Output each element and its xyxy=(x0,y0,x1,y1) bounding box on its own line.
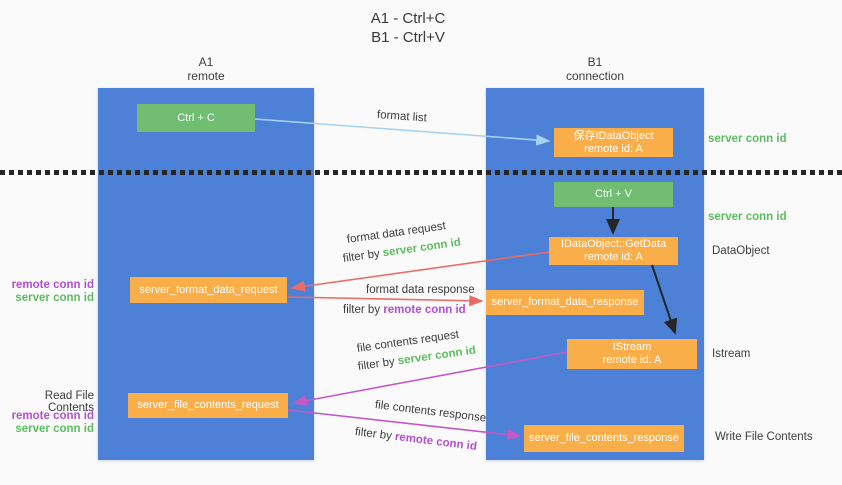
server-conn-id-label-1: server conn id xyxy=(15,292,94,304)
column-b-header: B1 connection xyxy=(486,55,704,83)
write-file-contents-label: Write File Contents xyxy=(715,431,813,443)
diagram-title: A1 - Ctrl+C B1 - Ctrl+V xyxy=(0,9,816,47)
filter-by-remote-label-1: filter by remote conn id xyxy=(343,304,466,316)
file-response-label: server_file_contents_response xyxy=(529,432,679,444)
ctrl-c-label: Ctrl + C xyxy=(177,111,215,124)
istream-node: IStream remote id: A xyxy=(567,339,697,369)
server-conn-id-text: server conn id xyxy=(382,236,462,260)
file-contents-response-label: file contents response xyxy=(374,399,487,425)
server-conn-id-label-2: server conn id xyxy=(15,423,94,435)
column-a-header: A1 remote xyxy=(98,55,314,83)
save-dataobject-line2: remote id: A xyxy=(584,142,643,155)
title-line-2: B1 - Ctrl+V xyxy=(371,29,445,46)
left-conn-id-block-1: remote conn id server conn id xyxy=(0,279,94,305)
left-conn-id-block-2: remote conn id server conn id xyxy=(0,410,94,436)
format-list-label: format list xyxy=(376,109,428,125)
format-data-response-arrow xyxy=(287,295,484,307)
format-request-node: server_format_data_request xyxy=(130,277,287,303)
getdata-line1: IDataObject::GetData xyxy=(560,238,667,250)
title-line-1: A1 - Ctrl+C xyxy=(370,10,446,27)
server-conn-id-label-top: server conn id xyxy=(708,133,787,145)
remote-conn-id-text: remote conn id xyxy=(383,304,466,316)
getdata-node: IDataObject::GetData remote id: A xyxy=(549,237,678,265)
remote-conn-id-text: remote conn id xyxy=(394,430,478,453)
save-dataobject-line1: 保存IDataObject xyxy=(573,129,654,142)
file-request-node: server_file_contents_request xyxy=(128,393,288,418)
save-dataobject-node: 保存IDataObject remote id: A xyxy=(554,128,673,157)
column-a-role: remote xyxy=(187,69,225,83)
filter-by-text: filter by xyxy=(354,426,393,443)
column-b-name: B1 xyxy=(587,55,603,69)
remote-conn-id-label-1: remote conn id xyxy=(11,279,94,291)
format-response-node: server_format_data_response xyxy=(486,290,644,315)
ctrl-v-node: Ctrl + V xyxy=(554,182,673,207)
istream-line2: remote id: A xyxy=(602,354,662,366)
filter-by-text: filter by xyxy=(357,355,396,373)
format-data-response-label: format data response xyxy=(366,284,475,296)
ctrl-v-label: Ctrl + V xyxy=(595,188,632,200)
server-conn-id-label-mid: server conn id xyxy=(708,211,787,223)
remote-conn-id-label-2: remote conn id xyxy=(11,410,94,422)
filter-by-text: filter by xyxy=(342,247,381,265)
dotted-divider xyxy=(0,170,842,175)
filter-by-remote-label-2: filter by remote conn id xyxy=(354,426,477,453)
ctrl-c-node: Ctrl + C xyxy=(137,104,255,132)
istream-side-label: Istream xyxy=(712,348,751,360)
file-response-node: server_file_contents_response xyxy=(524,425,684,452)
getdata-line2: remote id: A xyxy=(584,251,643,263)
column-a-name: A1 xyxy=(198,55,214,69)
dataobject-label: DataObject xyxy=(712,245,770,257)
column-b-role: connection xyxy=(565,69,625,83)
server-conn-id-text: server conn id xyxy=(397,344,477,368)
format-request-label: server_format_data_request xyxy=(139,283,278,296)
format-response-label: server_format_data_response xyxy=(491,296,639,308)
file-request-label: server_file_contents_request xyxy=(137,399,279,411)
istream-line1: IStream xyxy=(612,341,652,353)
read-file-contents-label: Read File Contents xyxy=(44,390,94,414)
filter-by-text: filter by xyxy=(343,304,381,316)
